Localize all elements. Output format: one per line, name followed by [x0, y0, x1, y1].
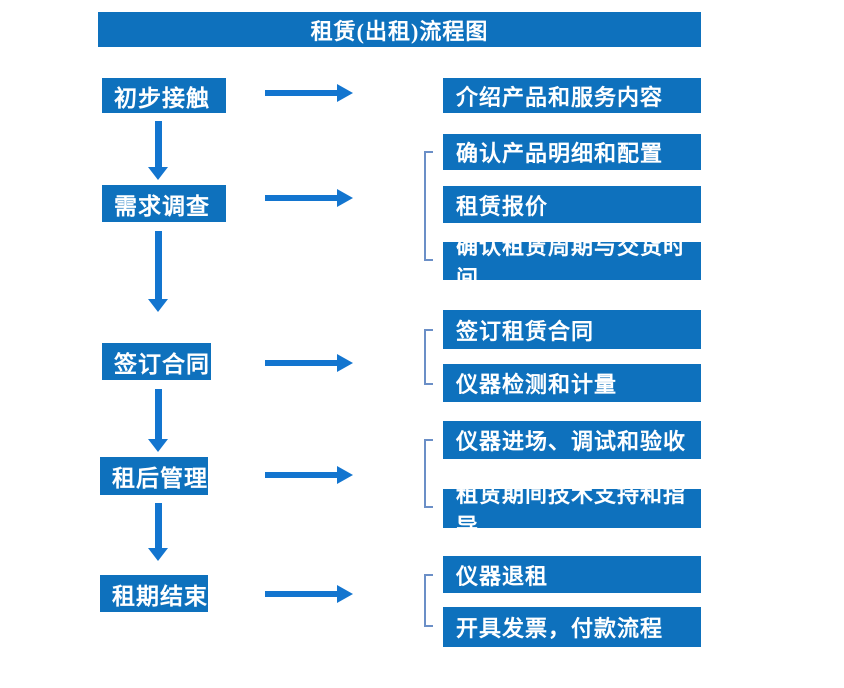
detail-box-confirm-product-details: 确认产品明细和配置 [443, 134, 701, 170]
diagram-title: 租赁(出租)流程图 [98, 12, 701, 47]
arrow-down-icon-1 [148, 121, 168, 180]
detail-box-technical-support: 租赁期间技术支持和指导 [443, 482, 701, 539]
detail-box-instrument-return: 仪器退租 [443, 556, 701, 593]
group-bracket-icon-4 [424, 439, 433, 508]
arrow-right-icon-3 [265, 354, 353, 372]
group-bracket-icon-3 [424, 329, 433, 385]
arrow-down-icon-2 [148, 231, 168, 312]
arrow-down-icon-3 [148, 389, 168, 452]
arrow-right-icon-5 [265, 585, 353, 603]
group-bracket-icon-5 [424, 574, 433, 627]
detail-box-introduce-products: 介绍产品和服务内容 [443, 78, 701, 113]
group-bracket-icon-2 [424, 151, 433, 261]
stage-box-post-rental-management: 租后管理 [100, 457, 208, 495]
stage-box-rental-end: 租期结束 [100, 575, 208, 612]
detail-box-invoice-payment: 开具发票，付款流程 [443, 607, 701, 647]
arrow-right-icon-2 [265, 189, 353, 207]
arrow-right-icon-1 [265, 84, 353, 102]
stage-box-sign-contract: 签订合同 [102, 343, 211, 380]
detail-box-confirm-rental-period: 确认租赁周期与交货时间 [443, 234, 701, 291]
detail-box-sign-rental-contract: 签订租赁合同 [443, 310, 701, 349]
detail-box-instrument-testing: 仪器检测和计量 [443, 364, 701, 402]
detail-box-instrument-installation: 仪器进场、调试和验收 [443, 421, 701, 459]
detail-box-rental-quote: 租赁报价 [443, 186, 701, 223]
stage-box-initial-contact: 初步接触 [102, 78, 226, 113]
arrow-right-icon-4 [265, 466, 353, 484]
stage-box-demand-survey: 需求调查 [102, 185, 226, 222]
arrow-down-icon-4 [148, 503, 168, 561]
